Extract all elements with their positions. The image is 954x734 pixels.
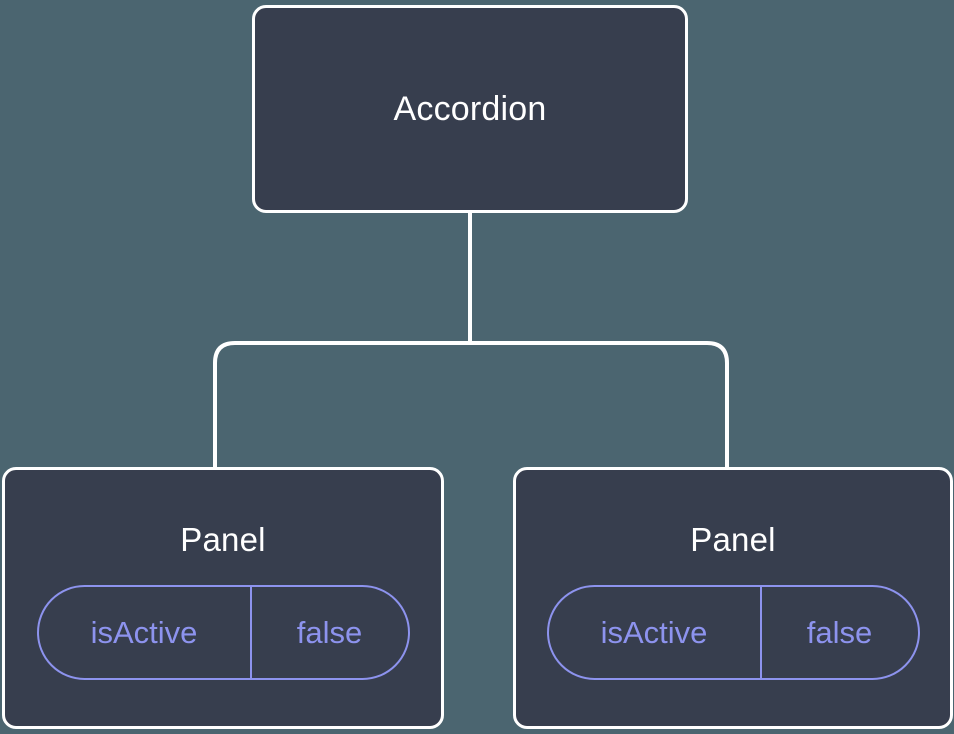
state-badge-panel-2[interactable]: isActive false — [546, 585, 920, 680]
state-key-label: isActive — [90, 615, 198, 650]
node-accordion-label: Accordion — [393, 90, 547, 128]
state-badge-panel-1[interactable]: isActive false — [36, 585, 410, 680]
state-value-label: false — [806, 615, 873, 650]
state-value-cell: false — [252, 587, 408, 678]
state-key-cell: isActive — [39, 587, 252, 678]
state-key-cell: isActive — [549, 587, 762, 678]
node-accordion[interactable]: Accordion — [252, 5, 688, 213]
node-panel-1[interactable]: Panel isActive false — [2, 467, 444, 729]
node-panel-2-label: Panel — [690, 521, 776, 558]
state-key-label: isActive — [600, 615, 708, 650]
connector-right-branch — [470, 341, 729, 470]
state-value-label: false — [296, 615, 363, 650]
node-panel-2[interactable]: Panel isActive false — [513, 467, 953, 729]
connector-left-branch — [213, 341, 470, 470]
node-panel-1-label: Panel — [180, 521, 266, 558]
state-value-cell: false — [762, 587, 918, 678]
